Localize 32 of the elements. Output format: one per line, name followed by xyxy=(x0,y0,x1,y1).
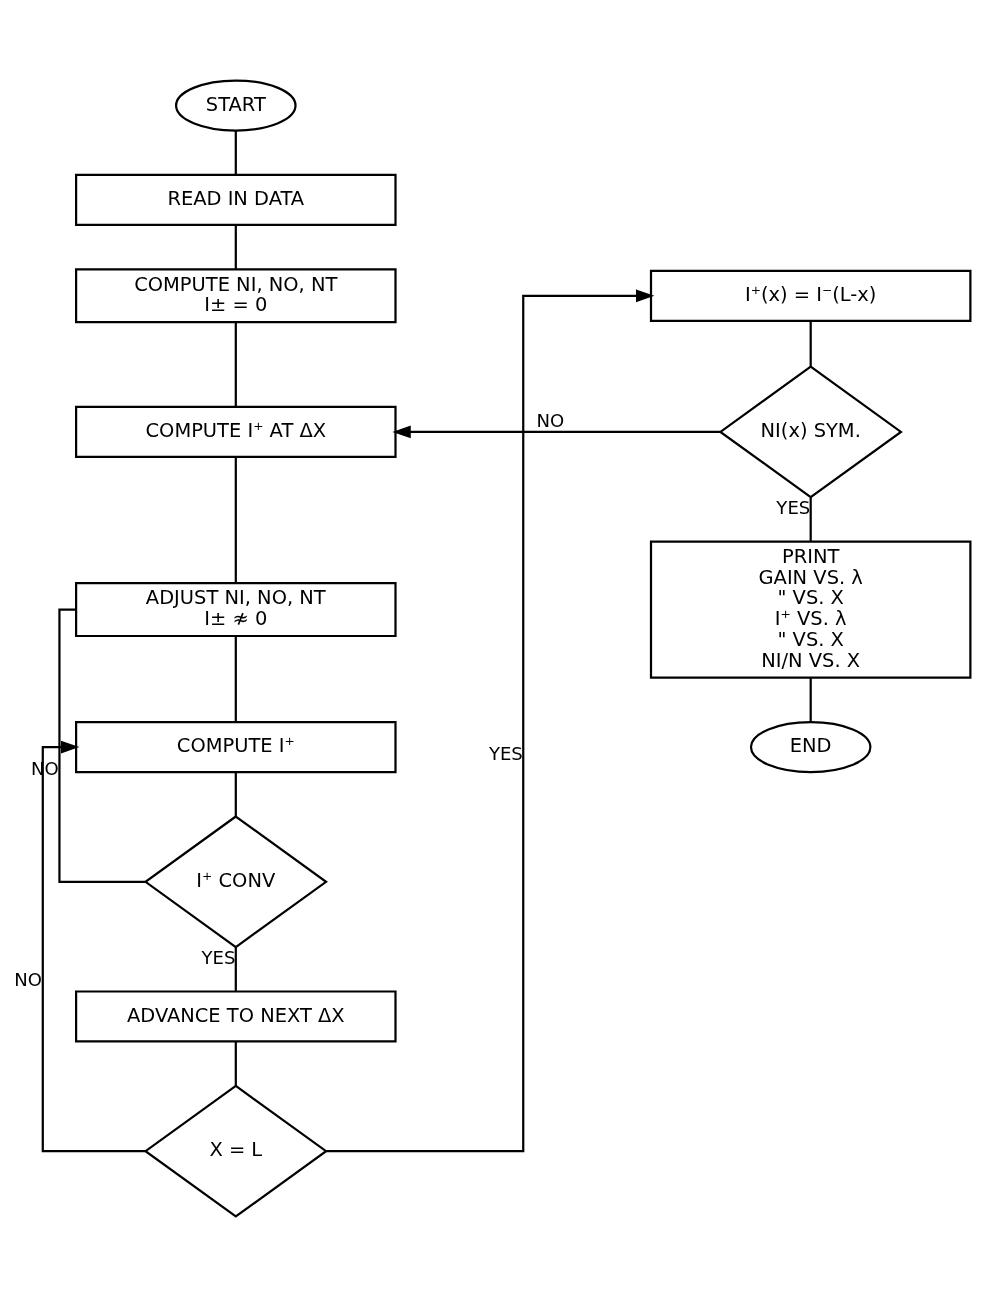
connector xyxy=(234,771,237,816)
edge-label: NO xyxy=(536,409,565,431)
node-box: I⁺(x) = I⁻(L-x) xyxy=(649,269,972,322)
node-box: ADVANCE TO NEXT ΔX xyxy=(75,989,397,1043)
edge-label: YES xyxy=(776,496,811,518)
arrow xyxy=(41,740,146,1152)
connector xyxy=(809,677,812,722)
node-box: PRINT GAIN VS. λ " VS. X I⁺ VS. λ " VS. X NI/N VS. X xyxy=(649,539,972,679)
node-box: COMPUTE NI, NO, NT I± = 0 xyxy=(75,267,397,323)
connector xyxy=(809,320,812,366)
connector xyxy=(234,456,237,583)
node-diamond: NI(x) SYM. xyxy=(718,364,903,498)
node-diamond: I⁺ CONV xyxy=(143,814,328,948)
arrow xyxy=(392,424,721,438)
connector xyxy=(234,635,237,722)
connector xyxy=(234,946,237,991)
connector xyxy=(234,322,237,406)
node-box: READ IN DATA xyxy=(75,173,397,226)
connector xyxy=(234,224,237,269)
node-box: COMPUTE I⁺ AT ΔX xyxy=(75,405,397,458)
edge-label: NO xyxy=(14,968,43,990)
node-ellipse: END xyxy=(749,720,872,773)
node-diamond: X = L xyxy=(143,1084,328,1218)
connector xyxy=(234,130,237,175)
node-box: COMPUTE I⁺ xyxy=(75,720,397,773)
edge-label: YES xyxy=(488,742,523,764)
edge-label: YES xyxy=(201,946,236,968)
connector xyxy=(234,1041,237,1086)
arrow xyxy=(326,288,655,1152)
connector xyxy=(809,497,812,541)
node-ellipse: START xyxy=(175,78,297,132)
node-box: ADJUST NI, NO, NT I± ≉ 0 xyxy=(75,581,397,637)
